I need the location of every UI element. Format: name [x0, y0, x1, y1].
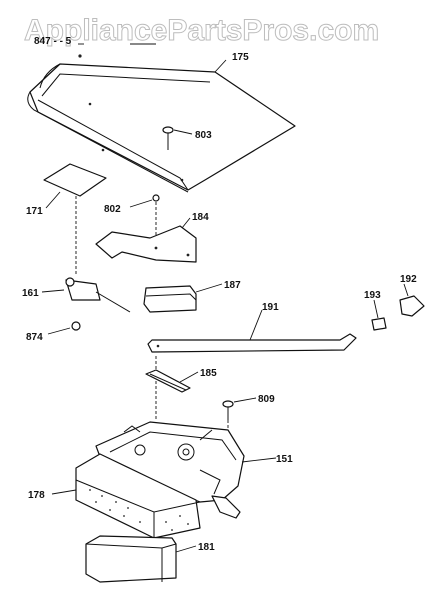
header-code: 847 - - 5 [34, 36, 72, 47]
part-171-insulator [43, 163, 107, 197]
label-185: 185 [200, 368, 217, 379]
leader-193 [373, 299, 379, 319]
label-151: 151 [276, 454, 293, 465]
leader-802 [129, 199, 153, 208]
label-175: 175 [232, 52, 249, 63]
label-184: 184 [192, 212, 209, 223]
label-192: 192 [400, 274, 417, 285]
leader-175 [214, 59, 227, 73]
label-161: 161 [22, 288, 39, 299]
part-161-switch [65, 277, 131, 313]
part-191-rod [147, 333, 357, 353]
leader-809 [233, 397, 257, 403]
leader-184 [181, 217, 191, 229]
label-802: 802 [104, 204, 121, 215]
part-809-screw [222, 400, 234, 420]
leader-171 [45, 191, 61, 209]
label-874: 874 [26, 332, 43, 343]
part-184-bracket [95, 225, 197, 263]
label-803: 803 [195, 130, 212, 141]
part-151-mechanism [95, 421, 245, 519]
leader-187 [195, 283, 223, 293]
part-185-spring [145, 369, 191, 393]
label-171: 171 [26, 206, 43, 217]
label-809: 809 [258, 394, 275, 405]
part-181-base-block [85, 535, 177, 583]
label-178: 178 [28, 490, 45, 501]
part-802-screw [152, 194, 160, 202]
label-191: 191 [262, 302, 279, 313]
watermark-text: AppliancePartsPros.com [24, 14, 379, 47]
leader-151 [241, 457, 277, 463]
leader-161 [41, 289, 65, 293]
part-193-coupler [371, 317, 387, 331]
leader-178 [51, 489, 77, 495]
part-803-screw [162, 126, 174, 150]
part-187-block [143, 285, 197, 313]
leader-185 [179, 371, 199, 383]
leader-181 [175, 545, 197, 553]
part-178-insulation [75, 453, 201, 539]
part-192-knob [399, 295, 425, 317]
leader-191 [249, 309, 263, 341]
leader-803 [173, 129, 193, 135]
part-874-nut [71, 321, 81, 331]
label-193: 193 [364, 290, 381, 301]
leader-874 [47, 327, 71, 335]
part-175-cover [27, 54, 296, 193]
leader-192 [403, 283, 409, 297]
label-187: 187 [224, 280, 241, 291]
label-181: 181 [198, 542, 215, 553]
